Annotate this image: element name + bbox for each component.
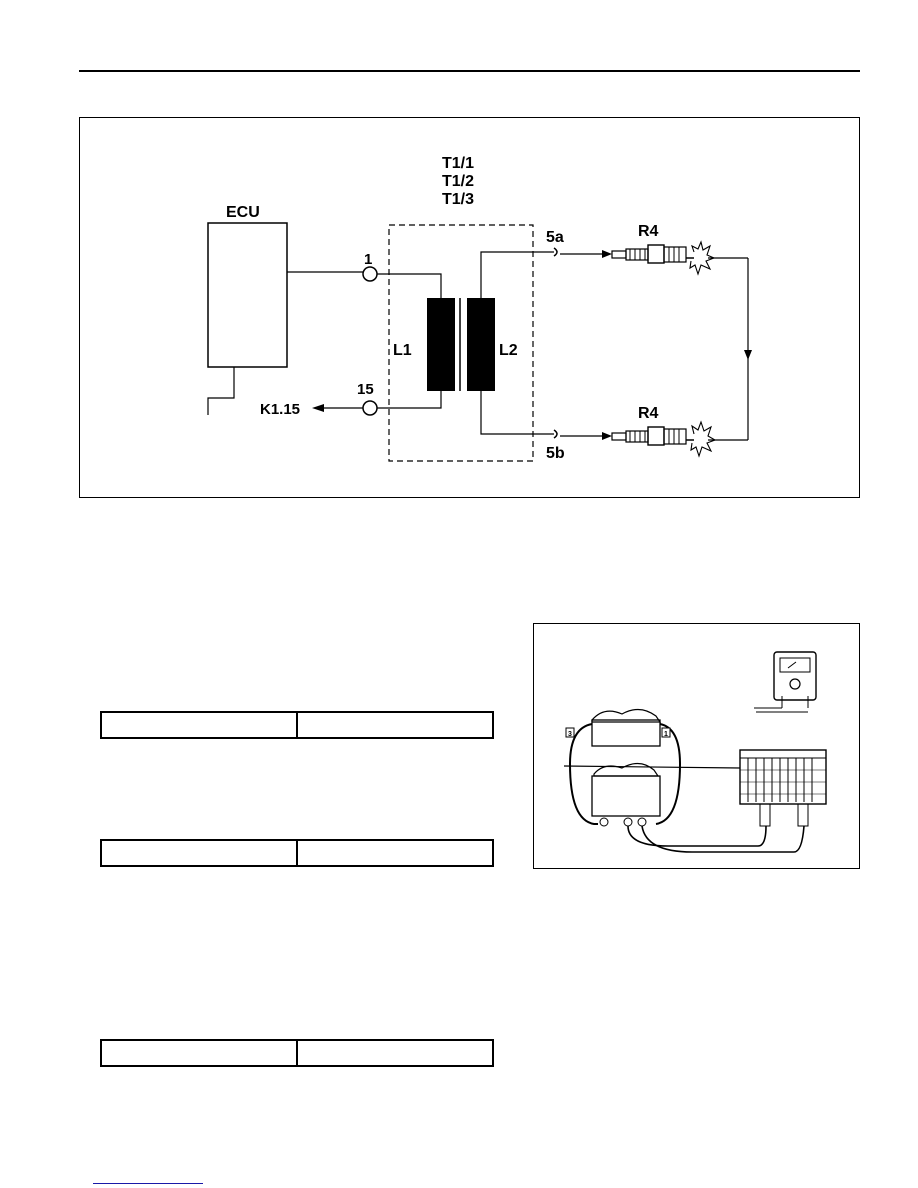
out-5a-label: 5a — [546, 229, 564, 246]
terminal-1-label: 1 — [364, 251, 372, 268]
lead-top-arrow — [602, 250, 612, 258]
coil-label-2: T1/2 — [442, 173, 474, 190]
connector-mark-3-box — [565, 727, 575, 738]
coil-label-1: T1/1 — [442, 155, 474, 172]
coil-label-3: T1/3 — [442, 191, 474, 208]
primary-feed-wire — [377, 273, 442, 298]
measurement-illustration-frame: 3 1 — [533, 623, 860, 869]
connector-mark-1-box — [661, 727, 671, 738]
k115-label: K1.15 — [260, 401, 300, 418]
schematic-frame: T1/1 T1/2 T1/3 ECU 1 L1 15 K1.15 L2 — [79, 117, 860, 498]
spark-plug-bottom — [611, 420, 748, 458]
spec-table-3-cell-2 — [296, 1039, 494, 1067]
plug-top-label: R4 — [638, 223, 659, 240]
spec-table-2 — [100, 839, 494, 867]
header-rule — [79, 70, 860, 72]
connector-mark-1: 1 — [664, 731, 668, 738]
secondary-top-wire — [480, 251, 554, 298]
ecu-ground-wire — [207, 367, 235, 415]
spec-table-1-cell-1 — [100, 711, 298, 739]
out-5a-connector — [553, 247, 558, 257]
primary-winding — [427, 298, 455, 391]
terminal-15-node — [362, 400, 378, 416]
primary-return-wire — [377, 391, 442, 409]
connector-mark-3: 3 — [568, 731, 572, 738]
out-5b-label: 5b — [546, 445, 565, 462]
primary-label: L1 — [393, 342, 412, 359]
ecu-label: ECU — [226, 204, 260, 221]
lead-bottom-arrow — [602, 432, 612, 440]
plug-bottom-label: R4 — [638, 405, 659, 422]
spec-table-3 — [100, 1039, 494, 1067]
spec-table-1 — [100, 711, 494, 739]
ground-arrow — [744, 350, 752, 360]
control-unit — [739, 749, 827, 827]
ignition-schematic: T1/1 T1/2 T1/3 ECU 1 L1 15 K1.15 L2 — [207, 155, 752, 462]
spec-table-1-cell-2 — [296, 711, 494, 739]
secondary-label: L2 — [499, 342, 518, 359]
secondary-winding — [467, 298, 495, 391]
coil-enclosure — [388, 224, 534, 462]
secondary-bottom-wire — [480, 391, 554, 435]
measurement-illustration: 3 1 — [563, 651, 827, 853]
spec-table-3-cell-1 — [100, 1039, 298, 1067]
footer-link-underline[interactable] — [93, 1183, 203, 1184]
ohmmeter-icon — [754, 651, 817, 713]
spec-table-2-cell-1 — [100, 839, 298, 867]
terminal-15-label: 15 — [357, 381, 374, 398]
ignition-coil-bottom — [591, 762, 661, 827]
ignition-coil-top — [591, 708, 662, 747]
ecu-box — [207, 222, 288, 368]
spark-plug-top — [611, 240, 748, 276]
k115-arrow — [312, 404, 324, 412]
terminal-1-node — [362, 266, 378, 282]
out-5b-connector — [553, 429, 558, 439]
spec-table-2-cell-2 — [296, 839, 494, 867]
